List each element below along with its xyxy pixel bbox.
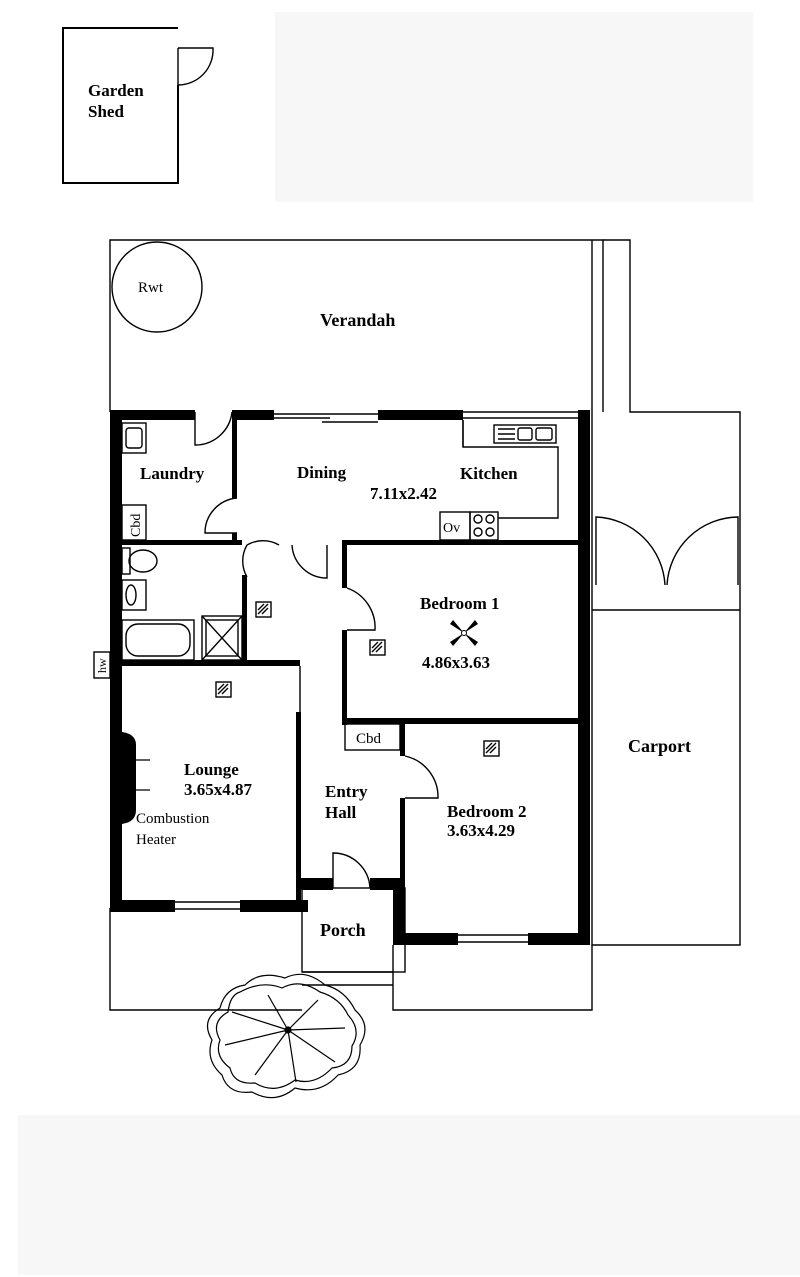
front-garden-right <box>392 945 593 1011</box>
garden-shed: Garden Shed <box>62 27 214 184</box>
front-garden-left <box>109 908 302 1011</box>
porch-label: Porch <box>320 920 366 940</box>
combustion-heater-icon <box>122 732 150 824</box>
carport: Carport <box>591 239 741 946</box>
porch <box>301 887 406 973</box>
bedroom1-size: 4.86x3.63 <box>422 653 490 672</box>
hall-cbd-label: Cbd <box>356 731 382 747</box>
laundry-fixtures: Cbd <box>121 422 147 541</box>
tree-icon <box>206 973 366 1099</box>
bedroom2-size: 3.63x4.29 <box>447 821 515 840</box>
verandah-label: Verandah <box>320 310 395 330</box>
toilet-icon <box>121 547 131 575</box>
laundry-label: Laundry <box>140 464 205 483</box>
shower-icon <box>201 615 243 661</box>
entry-hall-label-2: Hall <box>325 803 356 822</box>
combustion-heater-label-1: Combustion <box>136 811 210 827</box>
trough-sink-icon <box>121 422 147 454</box>
shade-top-right <box>275 12 753 202</box>
rwt-label: Rwt <box>138 280 164 296</box>
downlight-icon <box>369 639 386 656</box>
bedroom2-label: Bedroom 2 <box>447 802 527 821</box>
hot-water-unit <box>93 651 111 679</box>
laundry-cbd-label: Cbd <box>129 514 144 537</box>
bedroom1-label: Bedroom 1 <box>420 594 500 613</box>
kitchen-label: Kitchen <box>460 464 518 483</box>
hall-cupboard <box>344 723 401 751</box>
cooktop-icon <box>469 511 499 541</box>
carport-label: Carport <box>628 736 691 756</box>
vanity-icon <box>121 579 147 611</box>
verandah: Rwt Verandah <box>109 239 604 412</box>
combustion-heater-label-2: Heater <box>136 832 176 848</box>
dining-kitchen-size: 7.11x2.42 <box>370 484 437 503</box>
downlight-icon <box>483 740 500 757</box>
ceiling-fan-icon <box>450 620 478 646</box>
interior-walls <box>122 410 590 908</box>
downlight-icons <box>215 601 500 757</box>
lounge-size: 3.65x4.87 <box>184 780 253 799</box>
dining-label: Dining <box>297 463 347 482</box>
bathroom-fixtures <box>121 547 243 661</box>
kitchen-fixtures: Ov <box>439 420 559 541</box>
downlight-icon <box>255 601 272 618</box>
shade-bottom <box>18 1115 800 1275</box>
windows <box>175 411 589 943</box>
bath-icon <box>121 619 195 661</box>
exterior-walls <box>110 410 590 945</box>
rainwater-tank <box>111 241 203 333</box>
garden-shed-label-2: Shed <box>88 102 124 121</box>
sink-icon <box>493 424 557 444</box>
oven-label: Ov <box>443 521 460 536</box>
hw-label: hw <box>95 658 109 673</box>
doors <box>194 411 439 889</box>
garden-shed-label-1: Garden <box>88 81 144 100</box>
downlight-icon <box>215 681 232 698</box>
lounge-label: Lounge <box>184 760 239 779</box>
entry-hall-label-1: Entry <box>325 782 368 801</box>
